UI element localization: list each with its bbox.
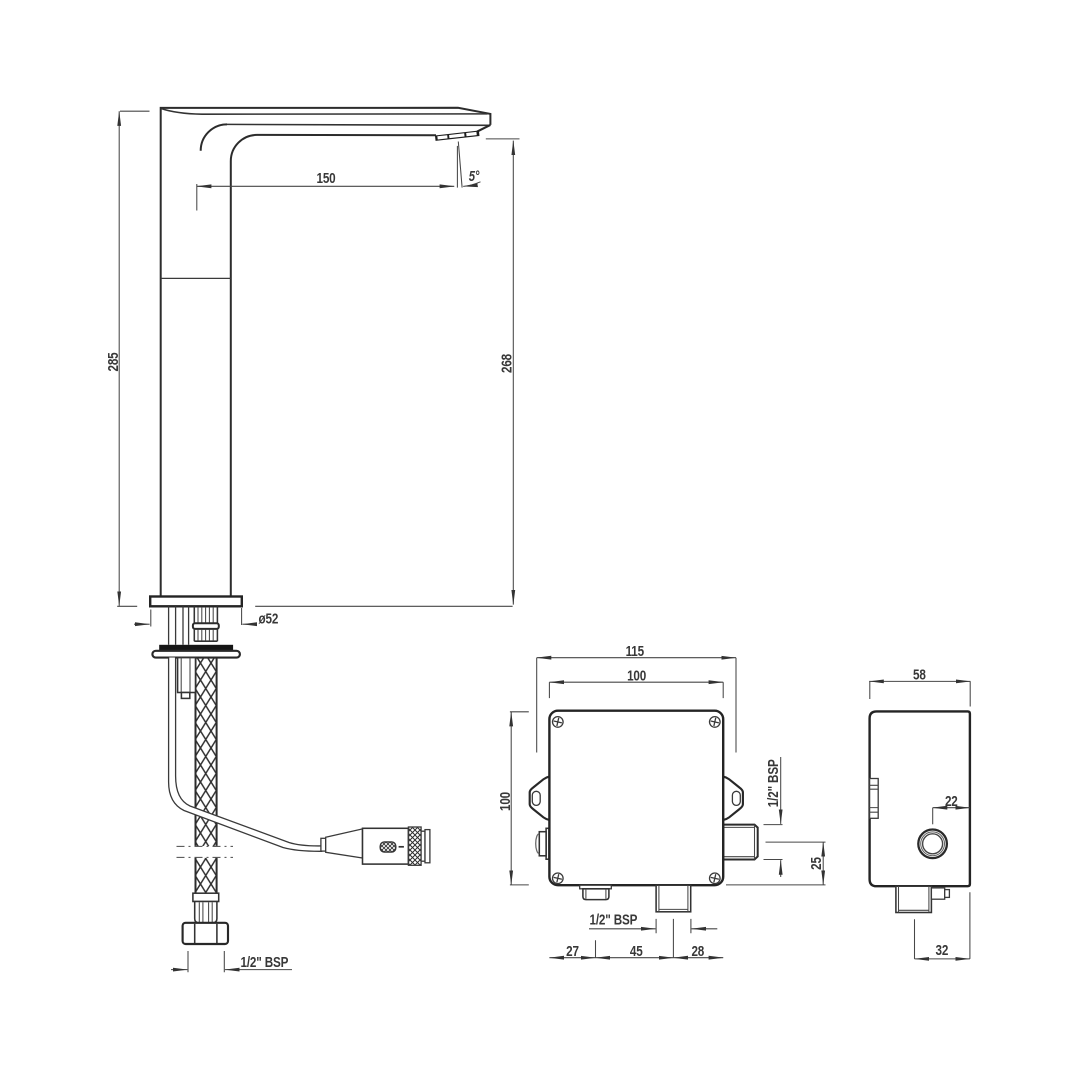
svg-text:58: 58 bbox=[913, 666, 926, 683]
svg-text:27: 27 bbox=[566, 943, 579, 960]
svg-text:28: 28 bbox=[691, 943, 704, 960]
svg-text:1/2" BSP: 1/2" BSP bbox=[590, 911, 638, 928]
svg-text:268: 268 bbox=[498, 353, 515, 373]
svg-text:5°: 5° bbox=[469, 167, 480, 184]
svg-text:285: 285 bbox=[104, 352, 121, 372]
svg-text:150: 150 bbox=[316, 170, 335, 187]
svg-text:32: 32 bbox=[936, 942, 949, 959]
svg-text:1/2" BSP: 1/2" BSP bbox=[765, 759, 782, 807]
svg-text:115: 115 bbox=[626, 643, 645, 660]
svg-text:22: 22 bbox=[945, 793, 958, 810]
svg-text:1/2" BSP: 1/2" BSP bbox=[241, 953, 289, 970]
svg-text:100: 100 bbox=[496, 792, 513, 811]
svg-text:ø52: ø52 bbox=[259, 610, 279, 627]
svg-text:45: 45 bbox=[630, 943, 643, 960]
svg-text:100: 100 bbox=[627, 667, 646, 684]
svg-text:25: 25 bbox=[807, 857, 824, 870]
